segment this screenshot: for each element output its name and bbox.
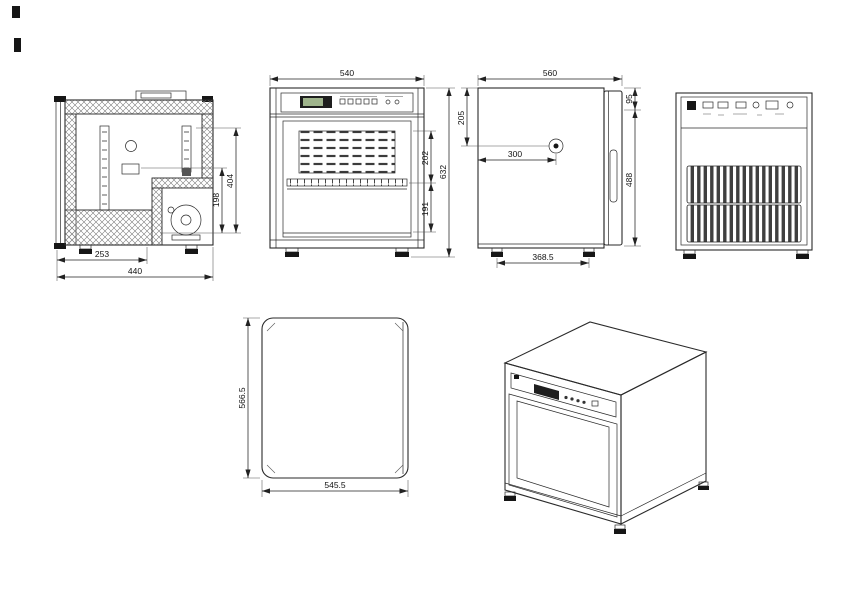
cabinet-rear <box>675 92 813 251</box>
dim-440: 440 <box>128 266 142 276</box>
dim-300: 300 <box>508 149 522 159</box>
hinge-block <box>54 243 66 249</box>
page-mark <box>14 38 21 52</box>
fan-motor <box>125 140 137 152</box>
door-handle <box>609 149 618 203</box>
wire-shelf <box>286 178 408 187</box>
rail-bracket <box>182 168 191 176</box>
dim-198: 198 <box>211 193 221 207</box>
hinge-block <box>202 96 213 102</box>
feet <box>285 247 409 257</box>
feet <box>491 247 595 257</box>
view-top: 566.5 545.5 <box>237 317 409 497</box>
dimensions: 560 205 300 95 488 368.5 <box>456 68 641 268</box>
compressor <box>170 204 202 236</box>
dim-488: 488 <box>624 173 634 187</box>
panel-button <box>564 395 568 400</box>
iso-right-face <box>620 351 707 525</box>
dimensions: 566.5 545.5 <box>237 317 409 497</box>
dimensions: 540 202 191 632 <box>269 68 455 258</box>
hinge-block <box>54 96 66 102</box>
machine-compartment <box>161 187 214 246</box>
dim-368-5: 368.5 <box>532 252 554 262</box>
dim-205: 205 <box>456 111 466 125</box>
dimensions: 404 198 253 440 <box>56 127 241 281</box>
panel-button <box>339 98 346 105</box>
dim-632: 632 <box>438 165 448 179</box>
connector-slot <box>735 101 747 109</box>
panel-lamp <box>385 99 391 105</box>
panel-button <box>363 98 370 105</box>
inner-cavity <box>75 113 203 211</box>
connector-round <box>786 101 794 109</box>
panel-button <box>371 98 378 105</box>
insulation-hatch <box>64 99 214 246</box>
connector-slot <box>702 101 714 109</box>
compressor-base <box>171 234 201 241</box>
connector-round <box>752 101 760 109</box>
shelf-rail <box>99 125 110 211</box>
iso-door-glass <box>516 400 610 508</box>
view-isometric <box>503 321 709 534</box>
control-panel <box>280 92 414 113</box>
top-housing <box>135 90 187 101</box>
top-outline <box>261 317 409 479</box>
dim-95: 95 <box>624 94 634 104</box>
panel-button <box>582 400 586 404</box>
power-inlet <box>687 101 696 110</box>
panel-lamp <box>394 99 400 105</box>
shelf-rail <box>181 125 192 173</box>
cabinet-front <box>269 87 425 249</box>
dim-253: 253 <box>95 249 109 259</box>
view-side-section: 404 198 253 440 <box>54 90 241 281</box>
dim-202: 202 <box>420 151 430 165</box>
view-front: 540 202 191 632 <box>269 68 455 258</box>
panel-button <box>355 98 362 105</box>
panel-button <box>570 397 574 401</box>
view-rear <box>675 92 813 259</box>
door-slab <box>603 90 623 246</box>
cabinet-side <box>477 87 605 249</box>
dim-191: 191 <box>420 202 430 216</box>
dim-566-5: 566.5 <box>237 387 247 409</box>
panel-button <box>576 399 580 403</box>
feet <box>683 249 809 259</box>
panel-switch <box>591 400 599 407</box>
iso-control-panel <box>510 372 617 418</box>
dim-560: 560 <box>543 68 557 78</box>
evaporator-grille <box>298 130 396 174</box>
sensor-box <box>121 163 140 175</box>
dim-404: 404 <box>225 174 235 188</box>
connector-slot <box>717 101 729 109</box>
panel-button <box>347 98 354 105</box>
connector-panel <box>687 100 794 116</box>
iso-top-face <box>503 321 708 396</box>
dim-545-5: 545.5 <box>324 480 346 490</box>
view-side: 560 205 300 95 488 368.5 <box>456 68 641 268</box>
connector-slot <box>765 100 779 110</box>
iso-door-frame <box>508 393 618 518</box>
feet <box>79 244 198 254</box>
dim-540: 540 <box>340 68 354 78</box>
display <box>534 384 559 400</box>
page-marks <box>12 6 21 52</box>
page-mark <box>12 6 20 18</box>
condenser-grille <box>686 165 802 243</box>
door-opening <box>282 120 412 238</box>
feet <box>504 481 709 534</box>
